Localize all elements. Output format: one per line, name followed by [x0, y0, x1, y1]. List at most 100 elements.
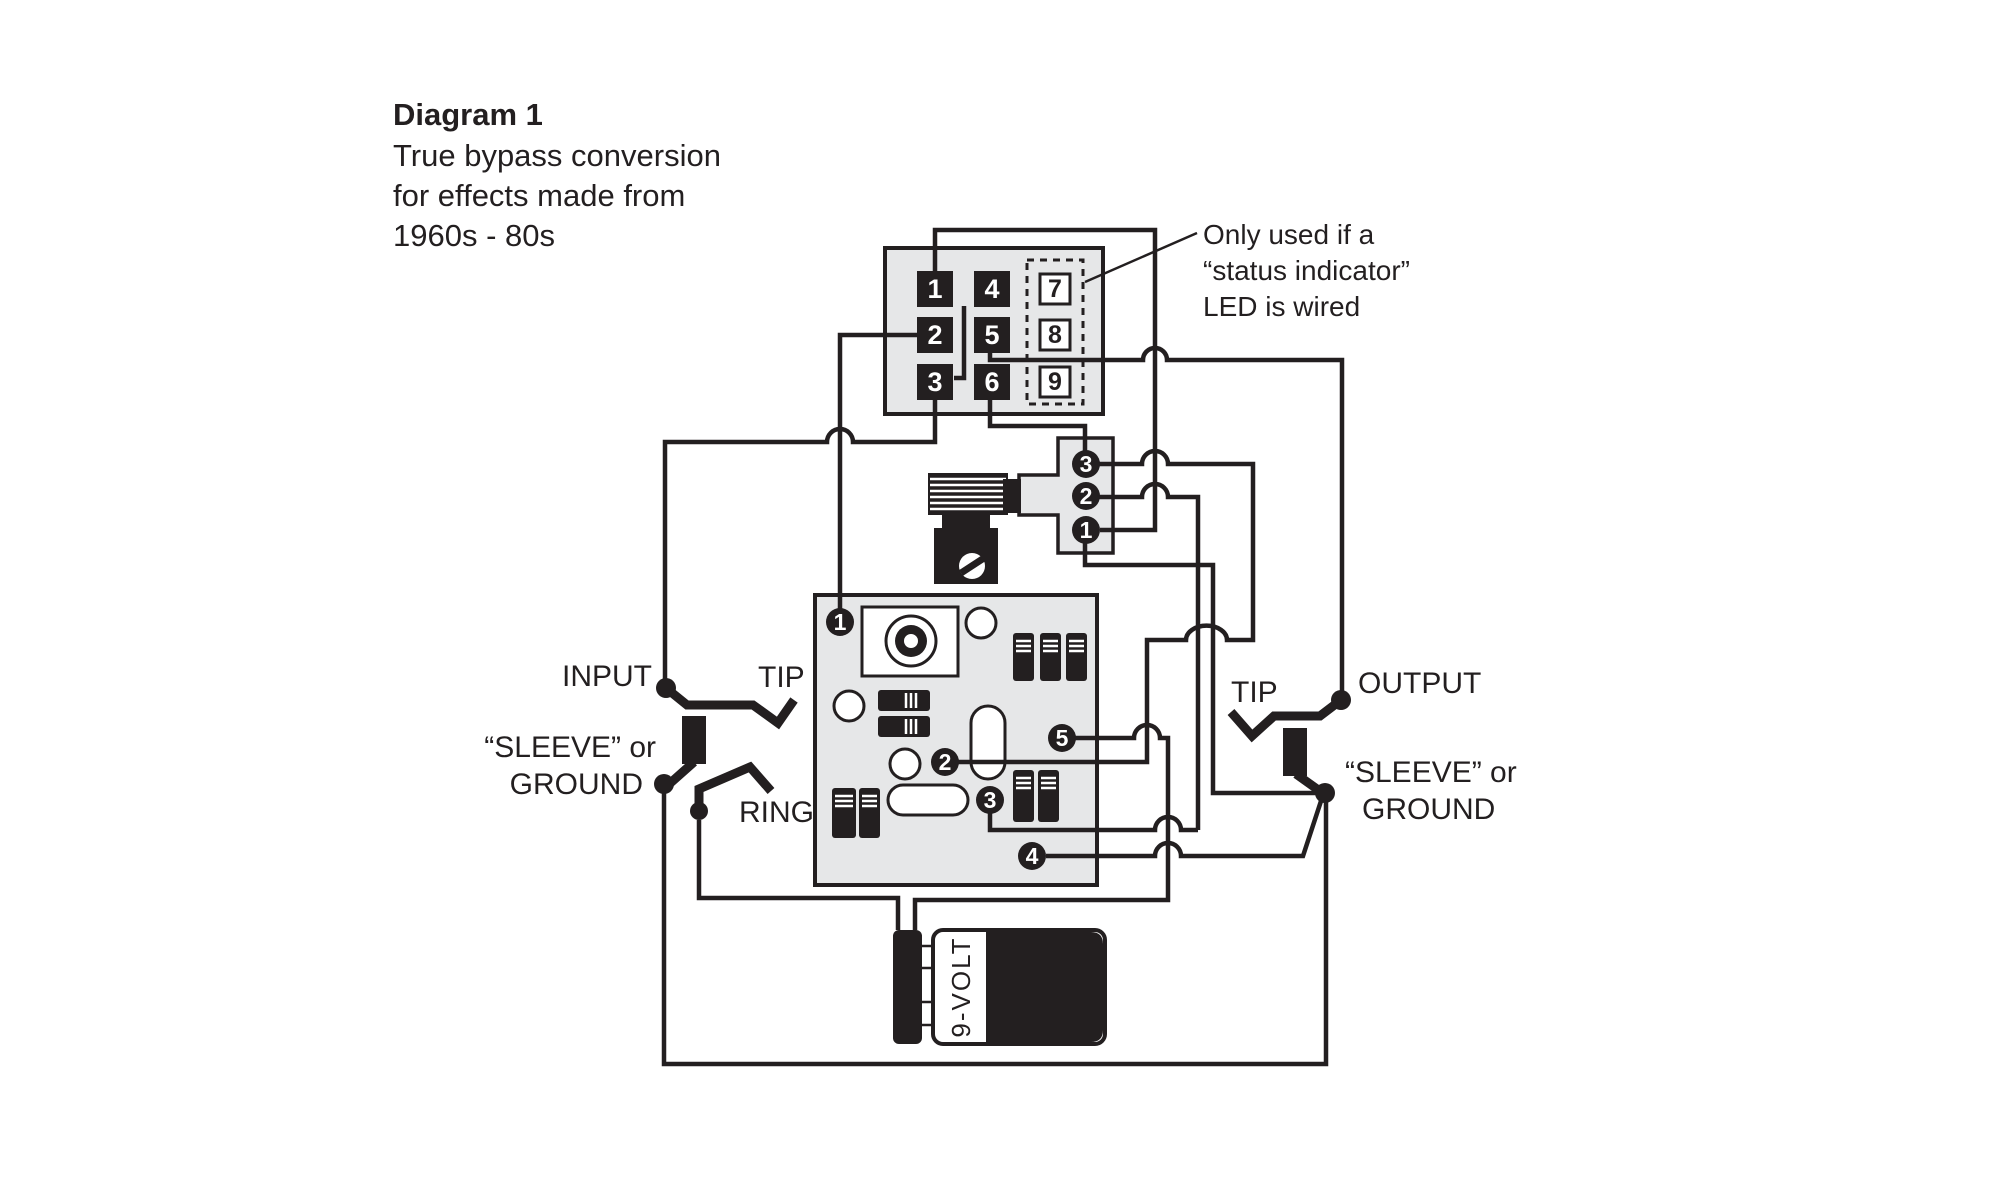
resistor-pair [878, 690, 930, 737]
capacitor-bank-top [1013, 633, 1087, 681]
input-sleeve-bar [682, 716, 706, 764]
lug-4-number: 4 [984, 274, 999, 304]
board-point-1-node [826, 608, 854, 636]
wire-board4-to-output-sleeve [1046, 797, 1325, 859]
capacitor-pair-left [832, 788, 880, 838]
output-tip-dot [1331, 690, 1351, 710]
board-point-3-node [976, 786, 1004, 814]
wire-lug6-to-pot3 [987, 399, 1088, 451]
lug-7-square [1038, 272, 1072, 306]
pot-lug-2-number: 2 [1080, 483, 1093, 509]
battery-clip [893, 930, 922, 1044]
pot-lug-2-node [1072, 482, 1100, 510]
diode-capsule [886, 783, 970, 817]
wire-lug2-to-board1 [837, 332, 917, 609]
input-ring-label: RING [739, 796, 814, 829]
input-tip-spring [663, 684, 798, 730]
input-sleeve-label-1: “SLEEVE” or [484, 731, 656, 764]
pot-lug-1-node [1072, 516, 1100, 544]
battery-body-dark [986, 932, 1103, 1042]
board-point-2-node [931, 748, 959, 776]
input-ring-spring [694, 761, 775, 813]
lug-5-number: 5 [984, 320, 999, 350]
pot-shaft-neck [942, 515, 990, 529]
board-point-4-number: 4 [1026, 843, 1039, 869]
board-point-5-node [1048, 724, 1076, 752]
pot-lug-1-number: 1 [1080, 517, 1093, 543]
lug-6-square [974, 364, 1010, 400]
output-sleeve-label-2: GROUND [1362, 793, 1495, 826]
lug-2-number: 2 [927, 320, 942, 350]
lug-8-number: 8 [1048, 321, 1062, 349]
footswitch [883, 246, 1105, 416]
pot-lug-3-node [1072, 450, 1100, 478]
lug-9-square [1038, 365, 1072, 399]
lug-1-square [917, 271, 953, 307]
lug-5-square [974, 317, 1010, 353]
wire-ring-to-battery [696, 820, 901, 930]
lug-7-number: 7 [1048, 275, 1062, 303]
pot-screw-slot [959, 555, 986, 576]
input-ground-dot [654, 774, 674, 794]
annotation-pointer-line [1084, 231, 1198, 284]
wire-lug5-to-output-tip [987, 345, 1345, 695]
board-point-2-number: 2 [939, 749, 952, 775]
diagram-subtitle-3: 1960s - 80s [393, 218, 555, 253]
board-hole-1 [964, 606, 998, 640]
input-jack [654, 678, 798, 820]
lug-3-number: 3 [927, 367, 942, 397]
diagram-title: Diagram 1 [393, 97, 543, 132]
wire-jumper-lug4-lug3 [954, 306, 967, 381]
lug-1-number: 1 [927, 274, 942, 304]
diagram-subtitle-2: for effects made from [393, 178, 685, 213]
input-ring-dot [690, 802, 708, 820]
led-lug-dotted-box [1025, 258, 1085, 406]
output-tip-label: TIP [1231, 676, 1278, 709]
diagram-subtitle-1: True bypass conversion [393, 138, 721, 173]
wire-lug1-to-pot1 [932, 227, 1158, 533]
wire-board5-to-battery [912, 722, 1171, 930]
led-note-line3: LED is wired [1203, 291, 1360, 322]
board-point-5-number: 5 [1056, 725, 1069, 751]
lug-6-number: 6 [984, 367, 999, 397]
board-point-1-number: 1 [834, 609, 847, 635]
wire-ground-loop [661, 790, 1329, 1067]
wire-pot1-to-output-sleeve [1082, 543, 1318, 796]
lug-3-square [917, 364, 953, 400]
lug-4-square [974, 271, 1010, 307]
lug-8-square [1038, 318, 1072, 352]
output-label: OUTPUT [1358, 667, 1481, 700]
output-jack [1227, 690, 1351, 803]
input-label: INPUT [562, 660, 652, 693]
battery [893, 928, 1107, 1046]
labels: Diagram 1 True bypass conversion for eff… [393, 97, 1517, 1038]
battery-terminals [922, 944, 933, 1027]
wire-lug3-to-input-tip [662, 399, 938, 684]
pot-lug-3-number: 3 [1080, 451, 1093, 477]
wire-pot2-down [1099, 481, 1201, 830]
capacitor-pair-right [1013, 770, 1059, 822]
board-point-3-number: 3 [984, 787, 997, 813]
led-note-line2: “status indicator” [1203, 255, 1410, 286]
output-sleeve-label-1: “SLEEVE” or [1345, 756, 1517, 789]
lug-9-number: 9 [1048, 368, 1062, 396]
lug-2-square [917, 317, 953, 353]
pot-bushing [1003, 479, 1021, 513]
output-sleeve-dot [1315, 783, 1335, 803]
wire-pot3-to-board2 [958, 448, 1256, 765]
wires [661, 227, 1345, 1067]
input-tip-dot [656, 678, 676, 698]
board-hole-2 [832, 689, 866, 723]
board-point-4-node [1018, 842, 1046, 870]
input-tip-label: TIP [758, 661, 805, 694]
electrolytic-cap [969, 704, 1007, 781]
input-sleeve-label-2: GROUND [510, 768, 643, 801]
transistor-can-center [904, 634, 918, 648]
led-note-line1: Only used if a [1203, 219, 1375, 250]
nodes [826, 450, 1100, 870]
output-tip-spring [1227, 696, 1344, 743]
battery-label: 9-VOLT [946, 936, 976, 1037]
output-sleeve-bar [1283, 728, 1307, 776]
